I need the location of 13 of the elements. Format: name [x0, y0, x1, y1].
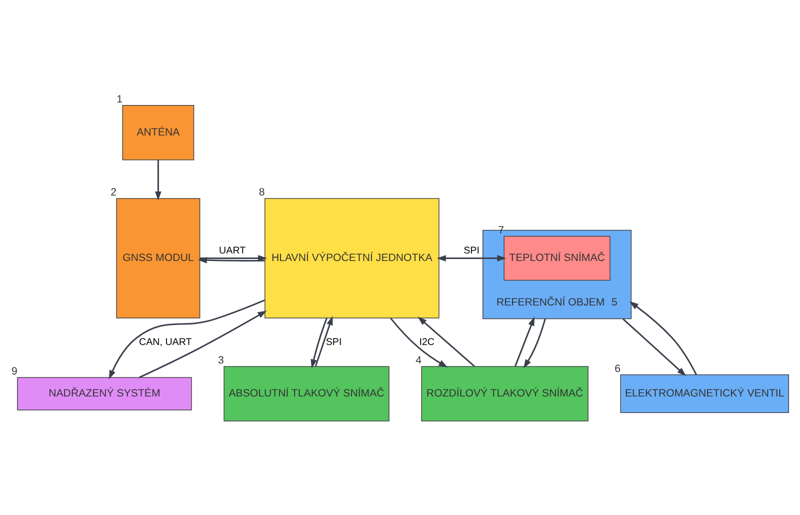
edge-label: SPI [326, 336, 342, 348]
node-label: 5 [612, 296, 618, 309]
node-label: 1 [116, 94, 123, 106]
node-label: 3 [218, 354, 224, 367]
node-label: 8 [258, 186, 265, 199]
node-label: 4 [416, 354, 422, 367]
edge-label: UART [219, 245, 246, 256]
node-label: 6 [614, 362, 621, 375]
edge-label: I2C [419, 336, 435, 348]
node-label: 9 [11, 366, 18, 378]
node-label: 2 [110, 186, 116, 199]
edge-label: CAN, UART [138, 336, 192, 348]
edge-label: SPI [464, 245, 480, 256]
